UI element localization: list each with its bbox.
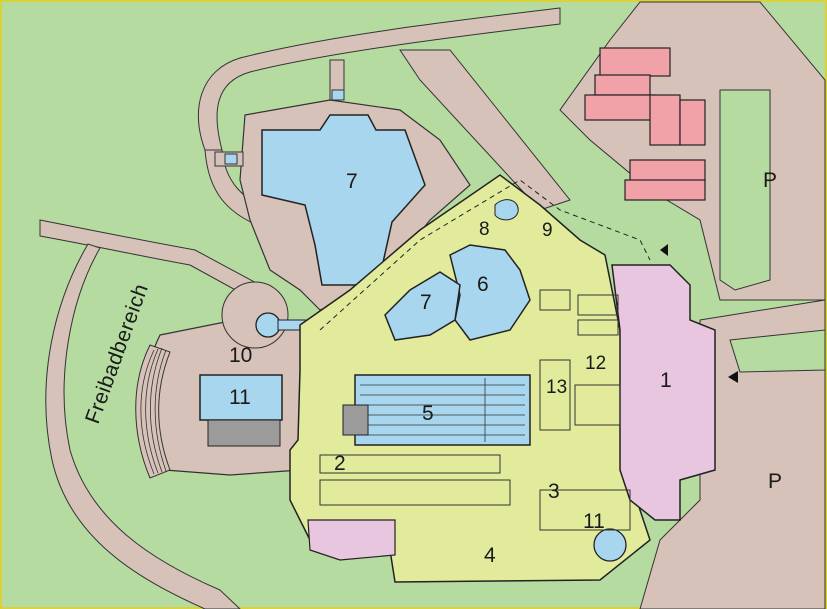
area-label-13: 12 — [585, 353, 606, 374]
parking-label-bottom: P — [768, 470, 782, 493]
area-label-9: 9 — [542, 220, 553, 241]
red-buildings — [584, 47, 706, 201]
area-label-6: 6 — [477, 273, 489, 296]
outdoor-pool-11 — [199, 374, 283, 421]
area-label-5: 5 — [422, 402, 434, 425]
area-label-8: 8 — [479, 219, 490, 240]
admin-building-bottom — [307, 519, 396, 561]
sports-pool-5 — [354, 374, 531, 446]
area-label-7-outdoor: 7 — [346, 170, 358, 193]
outdoor-pool-7 — [261, 114, 426, 286]
area-label-14: 13 — [546, 377, 567, 398]
seating-lines — [140, 347, 167, 475]
area-label-11: 11 — [229, 386, 251, 409]
pool-5-lanes — [360, 378, 525, 442]
pool-5-block — [342, 404, 369, 436]
round-arena-inner — [255, 312, 281, 338]
entrance-arrow-top — [660, 244, 668, 256]
indoor-pool-7 — [384, 271, 461, 341]
small-pool-8 — [494, 199, 519, 221]
dashed-boundary — [319, 179, 651, 331]
area-label-7-indoor: 7 — [420, 291, 432, 314]
changing-rows — [319, 289, 631, 531]
area-label-1: 1 — [660, 369, 672, 392]
path-connector-water — [331, 89, 345, 101]
area-label-2: 2 — [334, 452, 346, 475]
area-label-12: 11 — [583, 510, 605, 533]
round-pool-12 — [593, 528, 627, 562]
round-arena — [221, 281, 289, 349]
area-label-4: 4 — [484, 544, 496, 567]
entrance-arrow-right — [728, 371, 738, 383]
path-connector-left-water — [224, 153, 238, 165]
area-label-3: 3 — [548, 480, 560, 503]
area-label-10: 10 — [229, 344, 252, 367]
parking-label-top: P — [763, 169, 777, 192]
admin-building-1 — [611, 264, 716, 521]
grey-block-11 — [207, 419, 281, 447]
